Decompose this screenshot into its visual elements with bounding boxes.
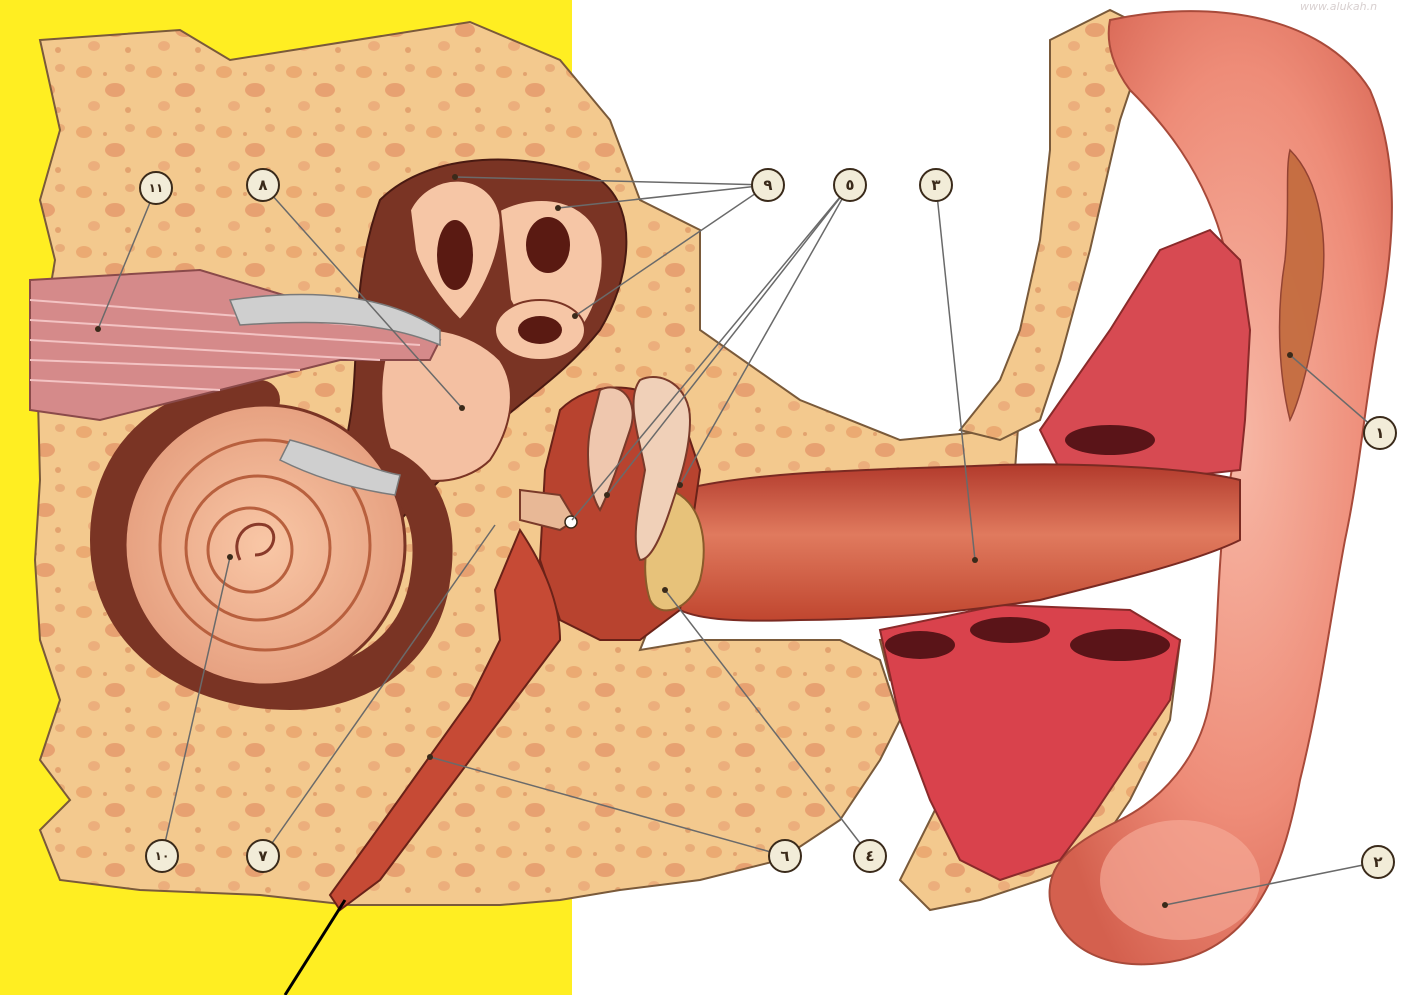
- label-10: ١٠: [146, 840, 178, 872]
- svg-text:٤: ٤: [865, 847, 874, 865]
- watermark-text: www.alukah.n: [1300, 0, 1377, 13]
- cochlea: [125, 405, 405, 685]
- label-1: ١: [1364, 417, 1396, 449]
- svg-text:٧: ٧: [258, 847, 267, 865]
- svg-text:٢: ٢: [1373, 853, 1382, 871]
- svg-text:٨: ٨: [258, 176, 267, 194]
- cartilage-dark-upper: [1065, 425, 1155, 455]
- label-8: ٨: [247, 169, 279, 201]
- canal-hole-1: [437, 220, 473, 290]
- cartilage-dark-lower-1: [885, 631, 955, 659]
- oval-window: [565, 516, 577, 528]
- svg-text:٩: ٩: [763, 176, 772, 194]
- earlobe: [1100, 820, 1260, 940]
- svg-text:١٠: ١٠: [155, 849, 170, 863]
- svg-text:١١: ١١: [149, 181, 164, 195]
- label-9: ٩: [752, 169, 784, 201]
- cartilage-dark-lower-2: [970, 617, 1050, 643]
- canal-hole-3: [518, 316, 562, 344]
- label-4: ٤: [854, 840, 886, 872]
- svg-text:٦: ٦: [780, 847, 789, 865]
- canal-hole-2: [526, 217, 570, 273]
- label-5: ٥: [834, 169, 866, 201]
- cartilage-dark-lower-3: [1070, 629, 1170, 661]
- label-7: ٧: [247, 840, 279, 872]
- ear-canal: [680, 464, 1240, 620]
- label-6: ٦: [769, 840, 801, 872]
- label-3: ٣: [920, 169, 952, 201]
- label-11: ١١: [140, 172, 172, 204]
- svg-text:١: ١: [1375, 424, 1384, 442]
- svg-text:٥: ٥: [845, 176, 854, 194]
- svg-text:٣: ٣: [931, 176, 940, 194]
- label-2: ٢: [1362, 846, 1394, 878]
